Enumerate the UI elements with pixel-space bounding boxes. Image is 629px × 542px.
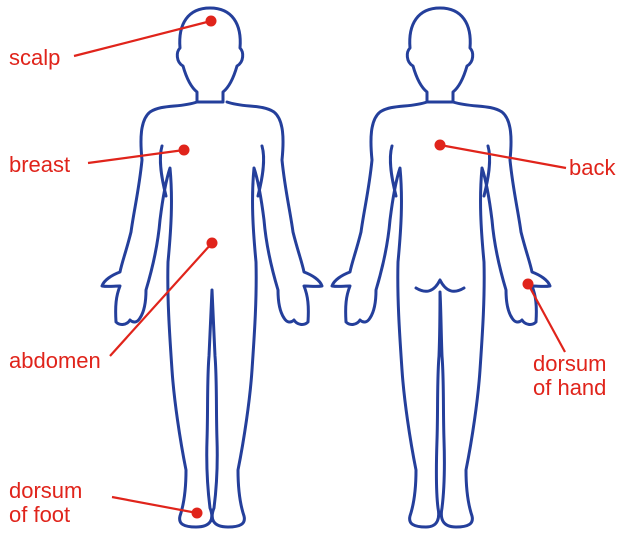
annotations (74, 16, 566, 519)
scalp-label: scalp (9, 46, 60, 70)
dorsum-of-foot-label: dorsum of foot (9, 479, 82, 527)
abdomen-label: abdomen (9, 349, 101, 373)
back-left-arm-inner (390, 146, 396, 196)
back-leader-line (440, 145, 566, 168)
hand-marker (523, 279, 534, 290)
front-right-arm-inner (258, 146, 264, 196)
hand-leader-line (528, 284, 565, 352)
dorsum-of-foot-label-line2: of foot (9, 503, 82, 527)
breast-marker (179, 145, 190, 156)
breast-leader-line (88, 150, 184, 163)
dorsum-of-foot-label-line1: dorsum (9, 479, 82, 503)
back-head-outline (407, 8, 472, 102)
dorsum-of-hand-label: dorsum of hand (533, 352, 606, 400)
foot-marker (192, 508, 203, 519)
back-body-outline (332, 8, 550, 527)
scalp-leader-line (74, 21, 211, 56)
abdomen-leader-line (110, 243, 212, 356)
back-buttocks-line (416, 280, 464, 291)
front-body-outline-path (102, 102, 322, 527)
scalp-marker (206, 16, 217, 27)
breast-label: breast (9, 153, 70, 177)
dorsum-of-hand-label-line1: dorsum (533, 352, 606, 376)
dorsum-of-hand-label-line2: of hand (533, 376, 606, 400)
back-body-outline-path (332, 102, 550, 527)
back-marker (435, 140, 446, 151)
abdomen-marker (207, 238, 218, 249)
back-label: back (569, 156, 615, 180)
front-body-outline (102, 8, 322, 527)
